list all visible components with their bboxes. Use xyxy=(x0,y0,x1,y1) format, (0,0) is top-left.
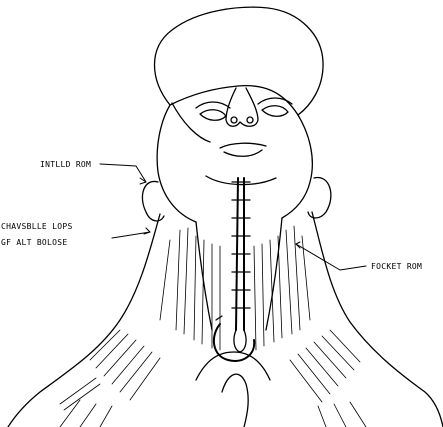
mouth xyxy=(220,143,266,148)
middle-leader xyxy=(112,232,150,238)
head-outline xyxy=(142,7,330,222)
right-eye xyxy=(262,106,288,117)
callout-upper-label: INTLLD ROM xyxy=(40,161,91,169)
face-outline xyxy=(157,105,196,222)
right-leader xyxy=(296,244,366,270)
left-ear xyxy=(142,181,164,221)
surgical-cap xyxy=(155,7,324,115)
callout-right-label: FOCKET ROM xyxy=(371,263,422,271)
left-eye xyxy=(200,110,226,121)
upper-leader xyxy=(100,164,146,182)
callout-middle-label-line2: GF ALT BOLOSE xyxy=(1,239,68,247)
neck-shading xyxy=(60,226,366,427)
callout-middle-label-line1: CHAVSBLLE LOPS xyxy=(1,223,73,231)
